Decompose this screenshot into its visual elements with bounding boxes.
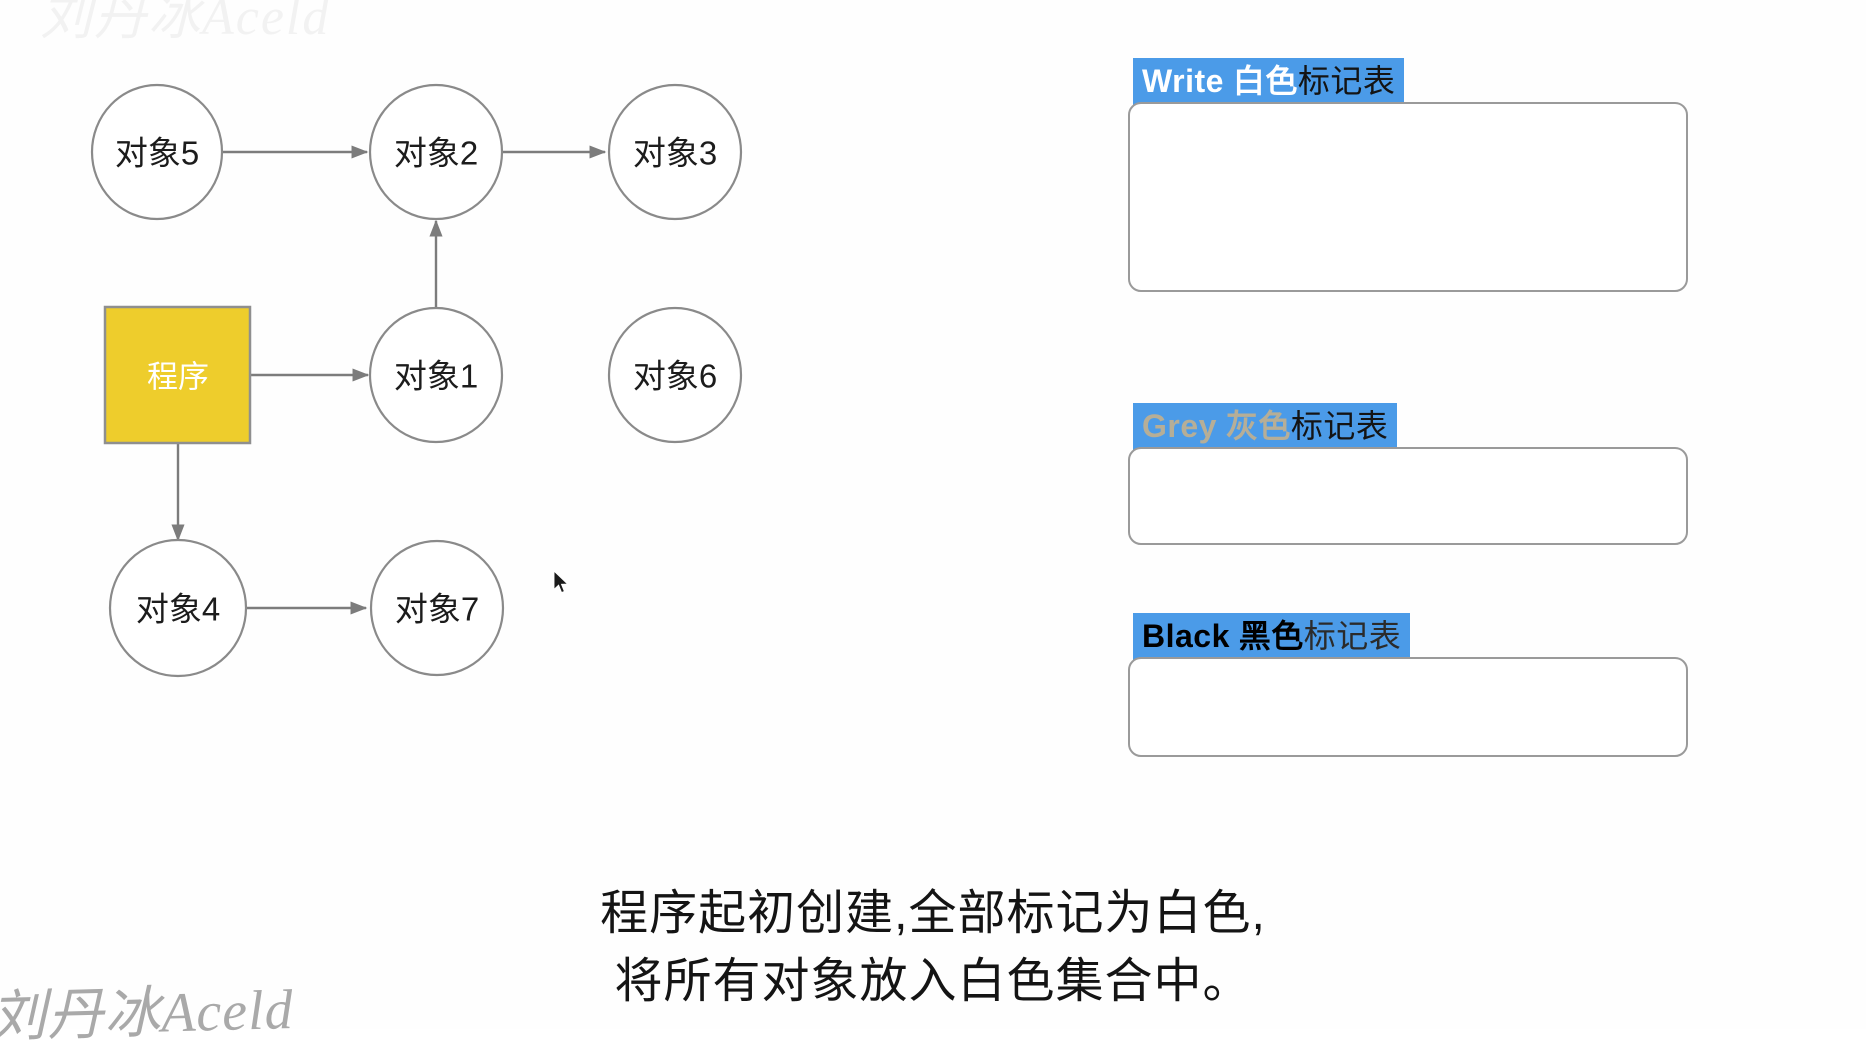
white-header-en: Write bbox=[1142, 63, 1224, 99]
node-obj4[interactable]: 对象4 bbox=[108, 538, 248, 678]
node-obj3[interactable]: 对象3 bbox=[607, 83, 743, 221]
program-rect bbox=[103, 305, 252, 445]
node-circle bbox=[90, 83, 224, 221]
node-obj2[interactable]: 对象2 bbox=[368, 83, 504, 221]
white-mark-table-box[interactable] bbox=[1128, 102, 1688, 292]
black-header-tail: 标记表 bbox=[1303, 618, 1402, 654]
node-label: 对象6 bbox=[633, 358, 717, 395]
program-node[interactable]: 程序 bbox=[103, 305, 252, 445]
black-mark-table-header: Black 黑色标记表 bbox=[1133, 613, 1411, 661]
node-circle bbox=[369, 539, 505, 677]
program-label: 程序 bbox=[147, 360, 209, 395]
black-header-space bbox=[1230, 618, 1239, 654]
caption: 程序起初创建,全部标记为白色, 将所有对象放入白色集合中。 bbox=[0, 880, 1866, 1016]
node-circle bbox=[108, 538, 248, 678]
grey-header-cn: 灰色 bbox=[1225, 408, 1291, 444]
node-circle bbox=[368, 83, 504, 221]
caption-line-1: 程序起初创建,全部标记为白色, bbox=[600, 887, 1266, 940]
caption-line-2: 将所有对象放入白色集合中。 bbox=[614, 955, 1252, 1009]
node-circle bbox=[607, 83, 743, 221]
node-circle bbox=[607, 306, 743, 444]
node-label: 对象5 bbox=[115, 135, 199, 172]
grey-header-tail: 标记表 bbox=[1290, 408, 1389, 444]
node-obj5[interactable]: 对象5 bbox=[90, 83, 224, 221]
node-circle bbox=[368, 306, 504, 444]
node-label: 对象3 bbox=[633, 135, 717, 172]
node-obj7[interactable]: 对象7 bbox=[369, 539, 505, 677]
white-mark-table-header: Write 白色标记表 bbox=[1133, 58, 1405, 106]
white-header-tail: 标记表 bbox=[1297, 63, 1396, 99]
node-obj6[interactable]: 对象6 bbox=[607, 306, 743, 444]
white-header-space bbox=[1224, 63, 1233, 99]
mark-tables-panel: Write 白色标记表 Grey 灰色标记表 Black 黑色标记表 bbox=[1128, 0, 1828, 820]
grey-header-en: Grey bbox=[1142, 408, 1217, 444]
white-header-cn: 白色 bbox=[1232, 63, 1298, 99]
node-label: 对象1 bbox=[394, 358, 478, 395]
node-obj1[interactable]: 对象1 bbox=[368, 306, 504, 444]
watermark-bottom: 刘丹冰Aceld bbox=[0, 979, 295, 1049]
node-label: 对象4 bbox=[136, 591, 220, 628]
black-header-en: Black bbox=[1142, 618, 1230, 654]
grey-mark-table-header: Grey 灰色标记表 bbox=[1133, 403, 1398, 451]
node-label: 对象7 bbox=[395, 591, 479, 628]
graph-edges bbox=[171, 145, 607, 615]
grey-mark-table-box[interactable] bbox=[1128, 447, 1688, 545]
mouse-cursor-icon bbox=[553, 570, 569, 594]
object-graph: 程序 对象5 对象2 对象3 对象1 对象6 对象4 bbox=[90, 83, 743, 678]
node-label: 对象2 bbox=[394, 135, 478, 172]
watermark-top: 刘丹冰Aceld bbox=[40, 0, 331, 46]
grey-header-space bbox=[1217, 408, 1226, 444]
black-header-cn: 黑色 bbox=[1238, 618, 1304, 654]
black-mark-table-box[interactable] bbox=[1128, 657, 1688, 757]
